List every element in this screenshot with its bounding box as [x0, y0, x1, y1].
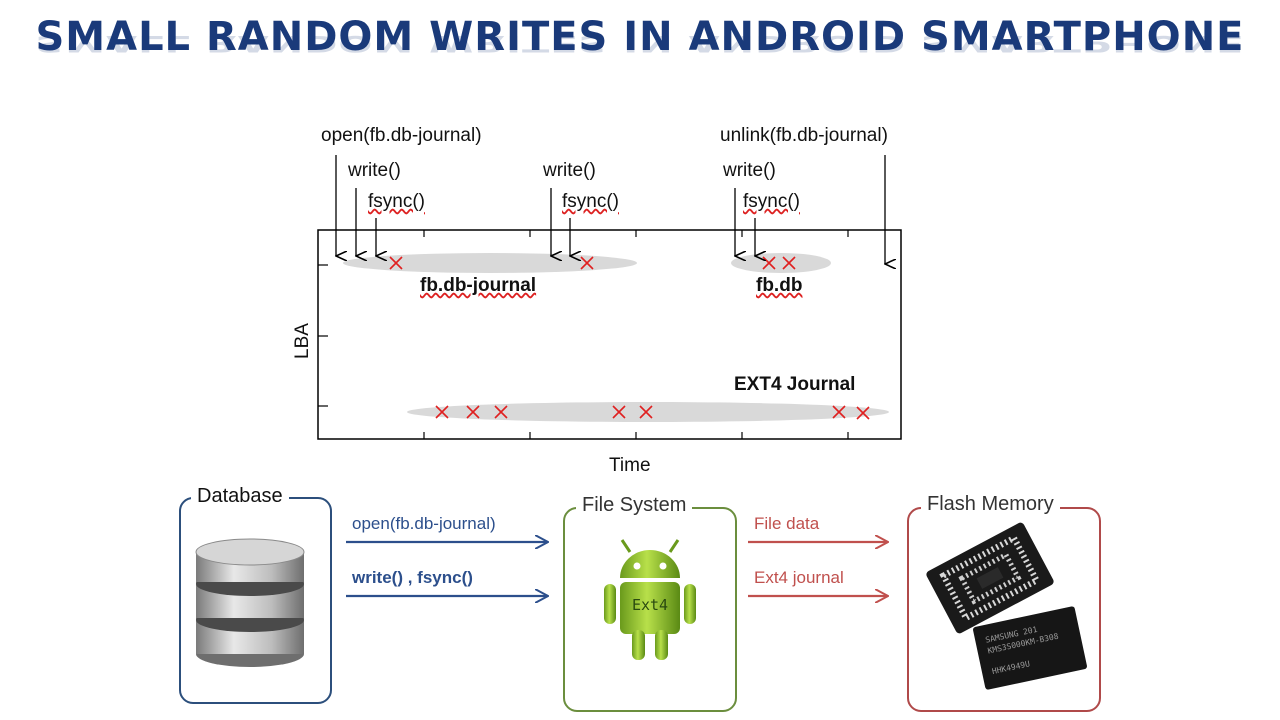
flash-chip-icon [926, 522, 1087, 690]
write-marker [466, 405, 480, 419]
write-marker [435, 405, 449, 419]
left-ticks [318, 264, 328, 407]
open-call-label: open(fb.db-journal) [321, 125, 482, 146]
fs-to-flash-label-file-data: File data [754, 514, 820, 533]
write-marker [494, 405, 508, 419]
journal-file-region [343, 253, 637, 273]
fsync1-call-label: fsync() [368, 191, 425, 212]
write-marker [389, 256, 403, 270]
x-axis-label: Time [609, 455, 651, 476]
database-box [179, 497, 332, 704]
page-title: SMALL RANDOM WRITES IN ANDROID SMARTPHON… [35, 14, 1245, 60]
database-cylinder-icon [195, 538, 305, 667]
write1-call-label: write() [348, 160, 401, 181]
ext4-journal-region [407, 402, 889, 422]
bottom-ticks [423, 432, 849, 439]
fs-to-flash-label-ext4-journal: Ext4 journal [754, 568, 844, 587]
write-marker [639, 405, 653, 419]
write-marker [612, 405, 626, 419]
call-arrows [336, 155, 885, 264]
fsync2-call-label: fsync() [562, 191, 619, 212]
journal-file-label: fb.db-journal [420, 275, 537, 296]
file-system-title: File System [576, 494, 693, 517]
unlink-call-label: unlink(fb.db-journal) [720, 125, 888, 146]
write-marker [856, 406, 870, 420]
write-marker [832, 405, 846, 419]
db-to-fs-label-write-fsync: write() , fsync() [352, 568, 473, 587]
db-file-region [731, 253, 831, 273]
top-ticks [423, 230, 849, 237]
fsync3-call-label: fsync() [743, 191, 800, 212]
flash-memory-title: Flash Memory [921, 493, 1060, 516]
write-markers [389, 256, 870, 420]
db-to-fs-label-open: open(fb.db-journal) [352, 514, 496, 533]
db-file-label: fb.db [756, 275, 803, 296]
y-axis-label: LBA [292, 323, 313, 359]
database-title: Database [191, 485, 289, 508]
write3-call-label: write() [723, 160, 776, 181]
write-marker [580, 256, 594, 270]
flash-memory-box [907, 507, 1101, 712]
plot-frame [317, 229, 902, 440]
ext4-journal-label: EXT4 Journal [734, 374, 856, 395]
android-robot-icon [604, 539, 696, 660]
write2-call-label: write() [543, 160, 596, 181]
ext4-badge: Ext4 [631, 596, 669, 614]
write-marker [782, 256, 796, 270]
